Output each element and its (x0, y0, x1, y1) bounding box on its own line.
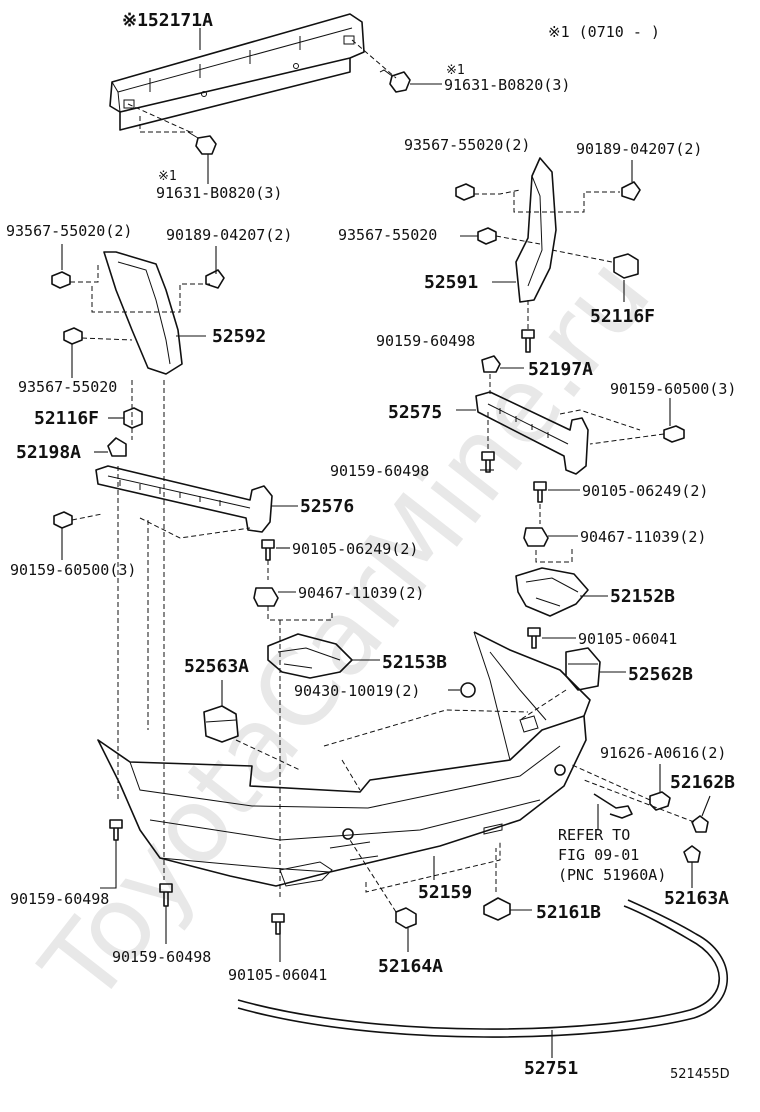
label-90430: 90430-10019(2) (294, 682, 420, 700)
label-90159-60500-left: 90159-60500(3) (10, 561, 136, 579)
label-52152B: 52152B (610, 586, 675, 607)
label-52171A: ※152171A (122, 10, 213, 31)
label-93567-right-top: 93567-55020(2) (404, 136, 530, 154)
screw-90105-right-b (527, 627, 541, 649)
label-52197A: 52197A (528, 359, 593, 380)
screw-90105-bottom (271, 913, 285, 935)
label-52575: 52575 (388, 402, 442, 423)
label-52591: 52591 (424, 272, 478, 293)
label-90159-bottom: 90159-60498 (112, 948, 211, 966)
cover-52152B (515, 567, 589, 617)
clip-52198A (107, 437, 127, 457)
clip-52161B (483, 897, 511, 921)
label-52153B: 52153B (382, 652, 447, 673)
screw-90159-right (521, 329, 535, 353)
fastener-93567-d (63, 327, 83, 345)
label-ref-mark-1: ※1 (446, 63, 465, 78)
harness-connector (593, 793, 633, 819)
label-52164A: 52164A (378, 956, 443, 977)
label-52751: 52751 (524, 1058, 578, 1079)
clip-90189-right (621, 181, 641, 201)
label-90105-06041-bottom: 90105-06041 (228, 966, 327, 984)
label-90189-left: 90189-04207(2) (166, 226, 292, 244)
label-90159-bottom-left: 90159-60498 (10, 890, 109, 908)
label-90159-mid: 90159-60498 (330, 462, 429, 480)
nut-52116F-right (613, 253, 639, 279)
clip-90189-left (205, 269, 225, 289)
bracket-52562B (565, 647, 601, 691)
screw-90159-left (53, 511, 73, 529)
label-note: ※1 (0710 - ) (548, 23, 660, 41)
label-90105-left: 90105-06249(2) (292, 540, 418, 558)
label-93567-left-top: 93567-55020(2) (6, 222, 132, 240)
figure-id: 521455D (670, 1067, 730, 1082)
bumper-cover-52159 (97, 631, 591, 887)
label-52563A: 52563A (184, 656, 249, 677)
label-90159-60500-right: 90159-60500(3) (610, 380, 736, 398)
nut-90467-right (523, 527, 549, 547)
label-93567-left: 93567-55020 (18, 378, 117, 396)
label-52198A: 52198A (16, 442, 81, 463)
screw-90105-left (261, 539, 275, 561)
label-91631-right: 91631-B0820(3) (444, 76, 570, 94)
fastener-93567-b (477, 227, 497, 245)
label-52163A: 52163A (664, 888, 729, 909)
label-52116F-left: 52116F (34, 408, 99, 429)
nut-52116F-left (123, 407, 143, 429)
clip-52197A (481, 355, 501, 373)
clip-52163A (683, 845, 701, 863)
screw-90159-mid (481, 451, 495, 473)
label-52159: 52159 (418, 882, 472, 903)
fastener-93567-c (51, 271, 71, 289)
label-pnc-ref: (PNC 51960A) (558, 866, 666, 884)
side-retainer-52591 (515, 157, 557, 303)
label-ref-mark-2: ※1 (158, 169, 177, 184)
label-52116F-right: 52116F (590, 306, 655, 327)
label-91626: 91626-A0616(2) (600, 744, 726, 762)
fastener-93567-a (455, 183, 475, 201)
grommet-90430 (460, 682, 476, 698)
label-fig-ref: FIG 09-01 (558, 846, 639, 864)
bracket-52576 (95, 465, 273, 533)
label-90189-right: 90189-04207(2) (576, 140, 702, 158)
label-52592: 52592 (212, 326, 266, 347)
reinforcement-bar (109, 13, 365, 131)
label-93567-right: 93567-55020 (338, 226, 437, 244)
label-52562B: 52562B (628, 664, 693, 685)
screw-90105-right (533, 481, 547, 503)
bolt-91631-left (187, 131, 217, 155)
plug-52164A (395, 907, 417, 929)
screw-90159-right-b (663, 425, 685, 443)
cover-52153B (267, 633, 353, 679)
moulding-52751 (237, 899, 729, 1038)
clip-52162B (691, 815, 709, 833)
label-91631-left: 91631-B0820(3) (156, 184, 282, 202)
label-90159-right-top: 90159-60498 (376, 332, 475, 350)
side-retainer-52592 (103, 251, 183, 375)
label-90105-right: 90105-06249(2) (582, 482, 708, 500)
bolt-91626 (649, 791, 671, 811)
label-52161B: 52161B (536, 902, 601, 923)
label-90467-left: 90467-11039(2) (298, 584, 424, 602)
label-52576: 52576 (300, 496, 354, 517)
label-90467-right: 90467-11039(2) (580, 528, 706, 546)
bracket-52575 (475, 391, 589, 475)
nut-90467-left (253, 587, 279, 607)
label-52162B: 52162B (670, 772, 735, 793)
bolt-91631-right (379, 69, 411, 93)
label-refer-to: REFER TO (558, 826, 630, 844)
label-90105-06041-right: 90105-06041 (578, 630, 677, 648)
